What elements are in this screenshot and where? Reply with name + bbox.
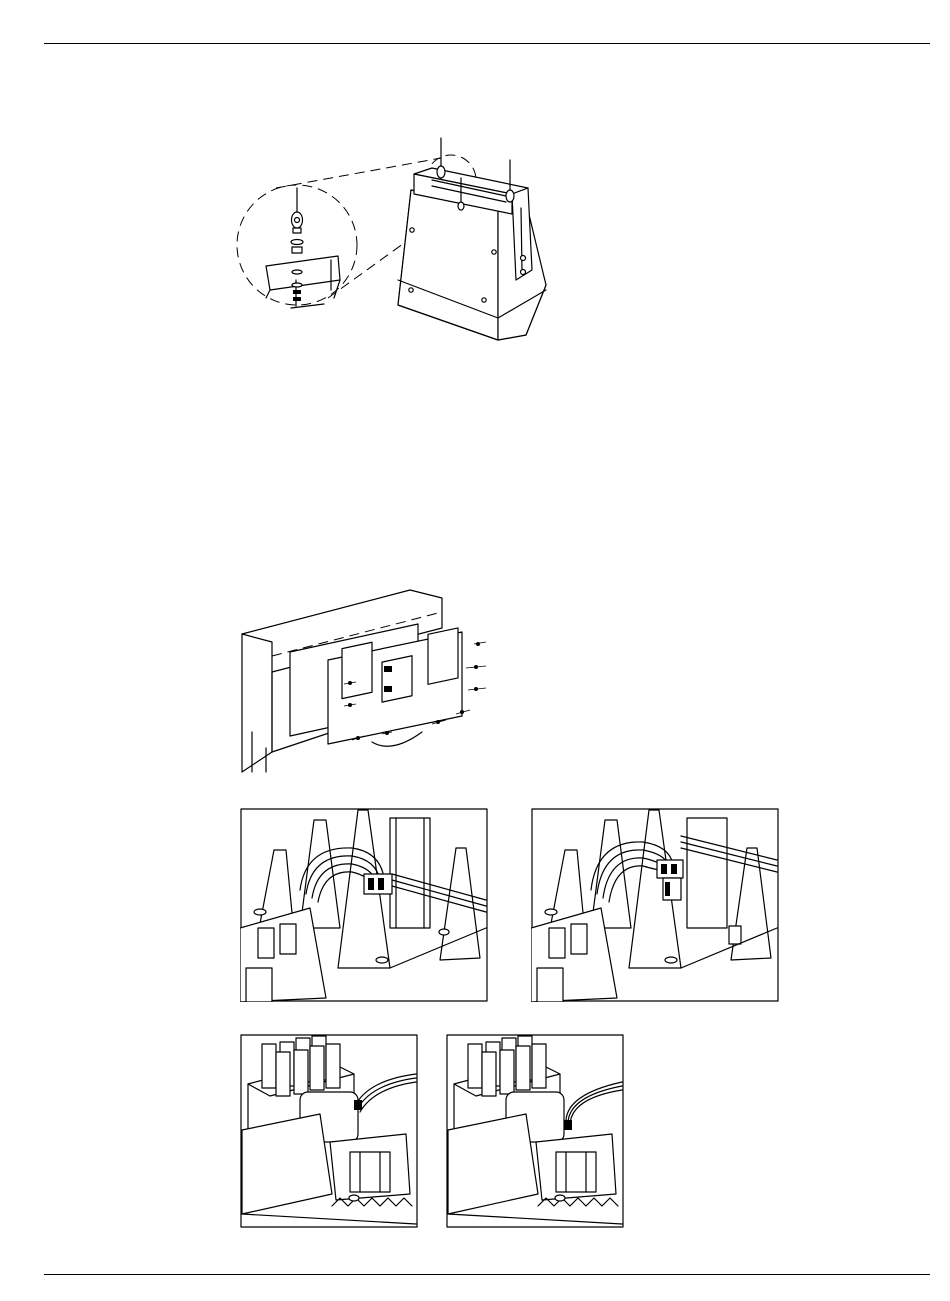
eyebolt-mounting-illustration: [236, 130, 566, 345]
connector-wiring-illustration: [240, 808, 488, 1002]
connector-wiring-illustration: [531, 808, 779, 1002]
panel-cover-screws-illustration: [232, 582, 494, 778]
capacitor-bank-illustration: [446, 1034, 624, 1228]
header-rule: [44, 43, 930, 44]
footer-rule: [44, 1274, 930, 1275]
capacitor-bank-illustration: [240, 1034, 418, 1228]
